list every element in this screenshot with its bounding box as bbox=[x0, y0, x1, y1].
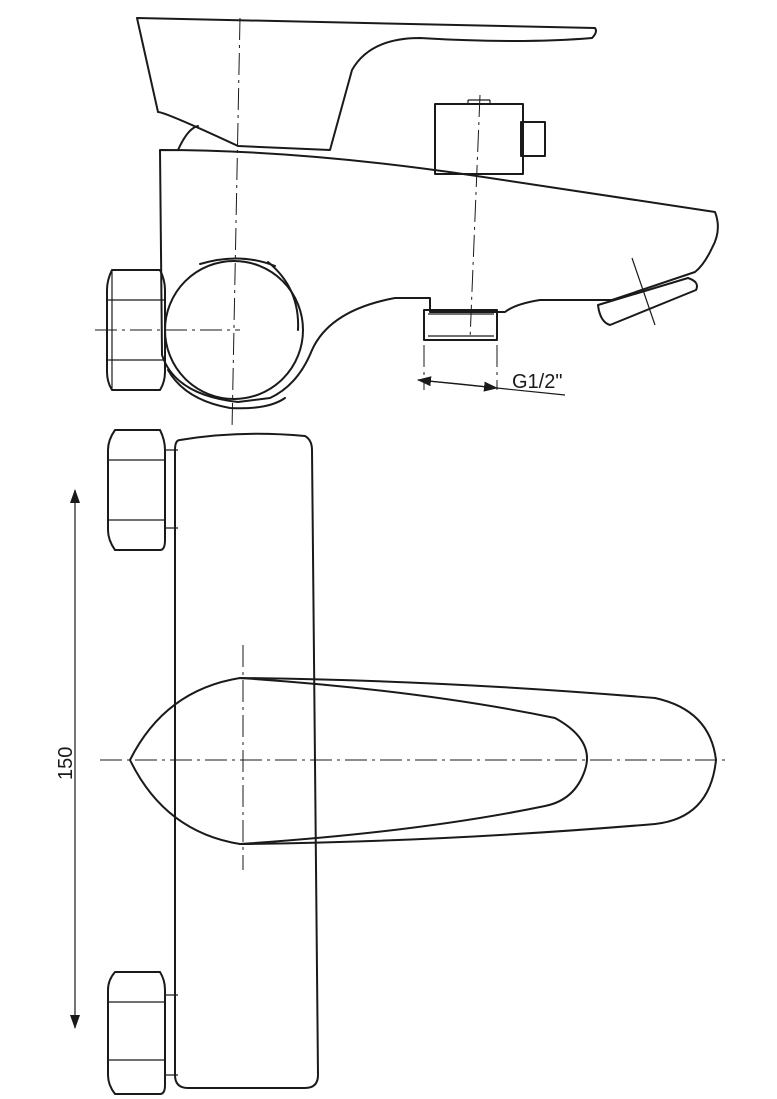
spacing-label: 150 bbox=[55, 747, 77, 780]
diverter-knob bbox=[520, 121, 546, 157]
top-hex-nut-lower bbox=[107, 971, 166, 1095]
side-lever-base bbox=[177, 125, 199, 151]
top-view bbox=[100, 429, 728, 1095]
side-hex-nut bbox=[106, 269, 166, 391]
diverter-body bbox=[434, 103, 524, 175]
thread-size-label: G1/2" bbox=[512, 371, 562, 393]
top-lever bbox=[129, 677, 717, 845]
top-hex-nut-upper bbox=[107, 429, 166, 551]
spout-outlet bbox=[597, 277, 698, 326]
side-body bbox=[159, 149, 719, 403]
top-body bbox=[174, 432, 319, 1089]
side-lever-handle bbox=[136, 17, 597, 151]
side-view bbox=[95, 17, 719, 431]
